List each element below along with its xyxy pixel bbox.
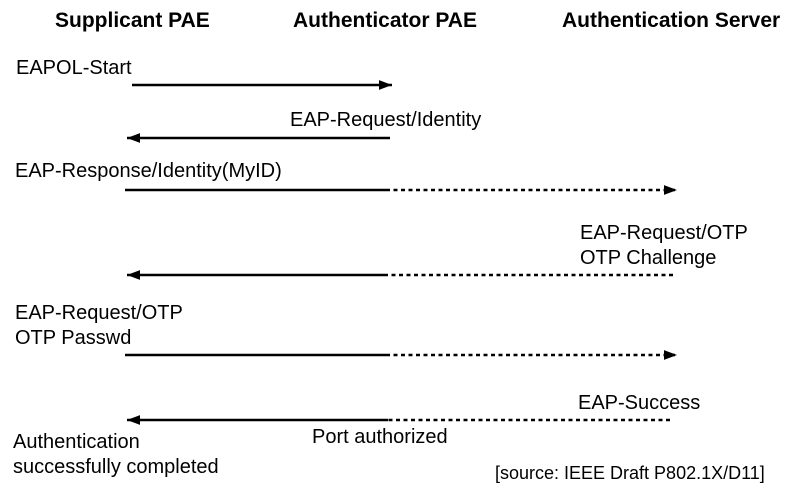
label-eap-request-otp-challenge: EAP-Request/OTP OTP Challenge <box>580 221 748 271</box>
status-line2: successfully completed <box>13 456 219 478</box>
column-header-authentication-server: Authentication Server <box>562 9 781 32</box>
column-header-authenticator-pae: Authenticator PAE <box>293 9 477 32</box>
status-line1: Authentication <box>13 431 140 453</box>
label-eap-request-identity: EAP-Request/Identity <box>290 109 482 131</box>
label-eap-response-identity: EAP-Response/Identity(MyID) <box>15 160 282 182</box>
status-authentication-completed: Authentication successfully completed <box>13 430 219 480</box>
label-eap-request-otp-challenge-line1: EAP-Request/OTP <box>580 222 748 244</box>
label-eapol-start: EAPOL-Start <box>16 57 132 79</box>
label-eap-request-otp-passwd-line2: OTP Passwd <box>15 327 132 349</box>
label-port-authorized: Port authorized <box>312 426 448 448</box>
source-citation: [source: IEEE Draft P802.1X/D11] <box>495 463 765 483</box>
label-eap-success: EAP-Success <box>578 392 701 414</box>
label-eap-request-otp-passwd-line1: EAP-Request/OTP <box>15 302 183 324</box>
label-eap-request-otp-challenge-line2: OTP Challenge <box>580 247 717 269</box>
column-header-supplicant-pae: Supplicant PAE <box>55 9 210 32</box>
label-eap-request-otp-passwd: EAP-Request/OTP OTP Passwd <box>15 301 183 351</box>
